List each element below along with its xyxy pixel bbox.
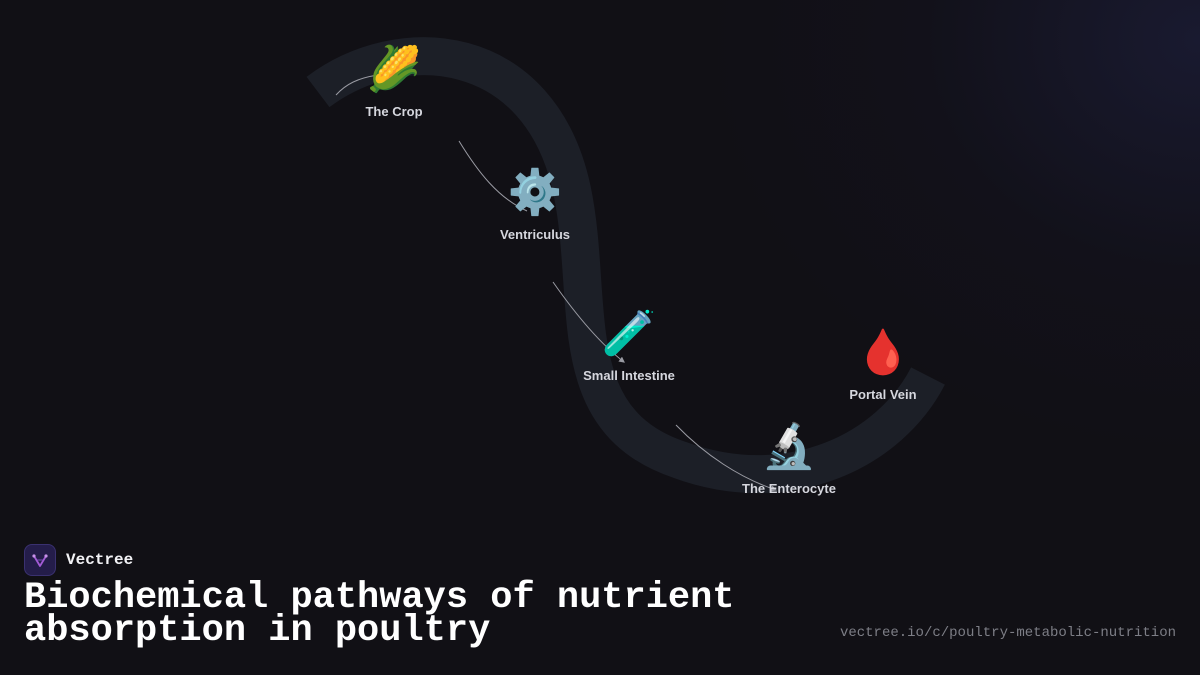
source-url: vectree.io/c/poultry-metabolic-nutrition: [839, 625, 1176, 641]
stage-label-portal-vein: Portal Vein: [849, 387, 917, 402]
connector-crop: [335, 74, 379, 96]
test-tube-icon: 🧪: [601, 309, 657, 358]
stage-enterocyte: 🔬 The Enterocyte: [709, 421, 869, 496]
brand-name: Vectree: [66, 551, 134, 569]
corn-icon: 🌽: [366, 45, 422, 94]
stage-label-ventriculus: Ventriculus: [499, 227, 571, 242]
stage-label-enterocyte: The Enterocyte: [742, 481, 836, 496]
brand: Vectree: [24, 544, 133, 576]
stage-small-intestine: 🧪 Small Intestine: [549, 308, 709, 383]
microscope-icon: 🔬: [761, 422, 817, 471]
connector-enterocyte: [675, 424, 778, 492]
vectree-logo-icon: [24, 544, 56, 576]
gear-icon: ⚙️: [507, 168, 563, 217]
blood-drop-icon: 🩸: [855, 328, 911, 377]
connector-small-intestine: [552, 281, 625, 363]
stage-ventriculus: ⚙️ Ventriculus: [455, 167, 615, 242]
stage-crop: 🌽 The Crop: [314, 44, 474, 119]
stage-portal-vein: 🩸 Portal Vein: [803, 327, 963, 402]
digestive-path-band: [306, 37, 945, 494]
stage-label-small-intestine: Small Intestine: [583, 368, 675, 383]
connector-ventriculus: [458, 140, 528, 212]
page-title: Biochemical pathways of nutrient absorpt…: [24, 577, 735, 652]
stage-label-crop: The Crop: [365, 104, 423, 119]
